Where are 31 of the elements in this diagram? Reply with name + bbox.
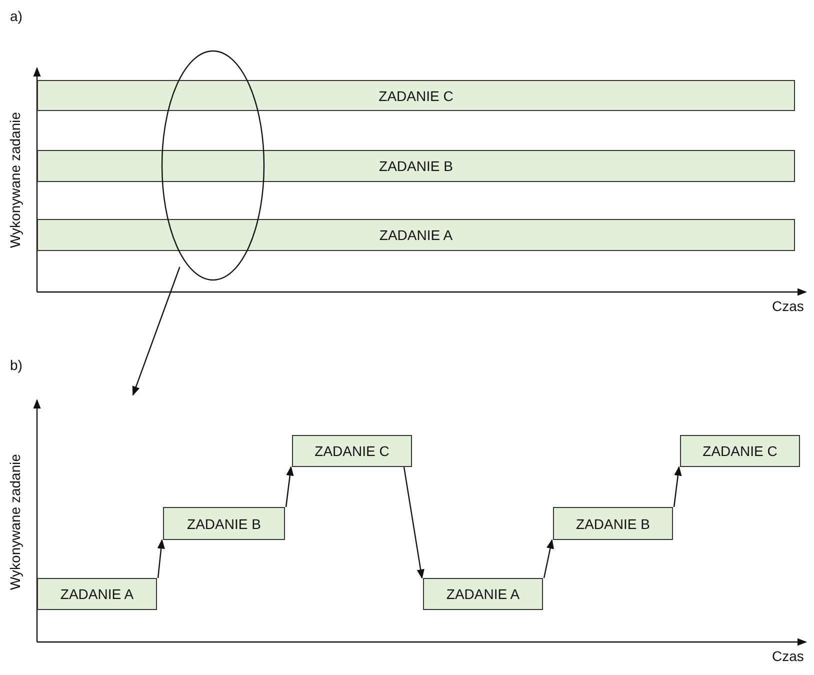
arrow — [285, 466, 294, 508]
task-label: ZADANIE C — [702, 443, 778, 459]
axis-title: Wykonywane zadanie — [7, 454, 24, 590]
task-box — [37, 578, 157, 610]
task-label: ZADANIE B — [379, 158, 453, 174]
task-bar — [37, 150, 795, 182]
task-bar — [37, 219, 795, 251]
task-label: ZADANIE C — [378, 88, 454, 104]
panel-letter: a) — [10, 8, 22, 24]
task-box — [680, 435, 800, 467]
arrow — [403, 466, 424, 579]
axis-title: Czas — [772, 298, 804, 314]
arrow — [673, 466, 682, 508]
leader-arrow — [132, 266, 180, 396]
arrow — [543, 539, 554, 578]
task-box — [553, 507, 673, 540]
task-box — [292, 435, 412, 467]
arrow — [157, 539, 165, 578]
task-box — [423, 578, 543, 610]
task-label: ZADANIE B — [187, 516, 261, 532]
axis-title: Wykonywane zadanie — [7, 112, 24, 248]
task-label: ZADANIE A — [60, 586, 134, 602]
task-label: ZADANIE B — [576, 516, 650, 532]
axis-title: Czas — [772, 648, 804, 664]
panel-letter: b) — [10, 357, 22, 373]
ellipse-outline — [161, 50, 265, 281]
task-box — [163, 507, 285, 540]
task-label: ZADANIE A — [446, 586, 520, 602]
task-label: ZADANIE C — [314, 443, 390, 459]
task-bar — [37, 80, 795, 111]
task-label: ZADANIE A — [379, 227, 453, 243]
